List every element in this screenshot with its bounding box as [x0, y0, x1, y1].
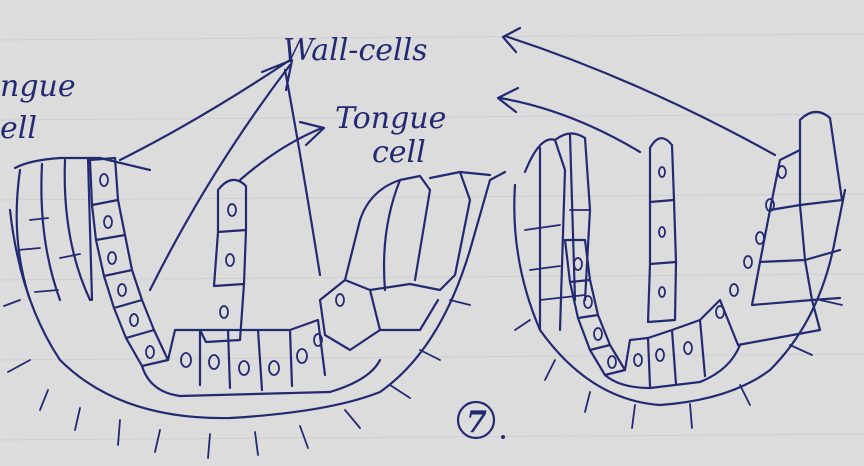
- right-venter-cells: [605, 300, 740, 388]
- left-canal-nuclei: [220, 204, 236, 318]
- arrow-tongue-left: [240, 128, 322, 180]
- label-tongue: Tongue: [335, 101, 446, 136]
- right-right-wall: [738, 112, 842, 345]
- left-wall-outer-column: [17, 158, 92, 300]
- paper-ruling: [0, 34, 864, 440]
- label-left-partial-2: ell: [0, 111, 37, 146]
- label-tongue-cell: cell: [372, 135, 426, 170]
- right-canal-cells: [648, 138, 676, 322]
- figure-number: 7: [458, 402, 505, 440]
- arrow-wall-to-right-left: [285, 70, 320, 275]
- right-archegonium-drawing: [514, 112, 845, 428]
- left-archegonium-drawing: [4, 158, 505, 458]
- arrow-wall-to-neck: [150, 65, 290, 290]
- figure-number-text: 7: [466, 405, 487, 440]
- label-wall-cells: Wall-cells: [283, 33, 428, 68]
- right-left-wall: [525, 133, 590, 330]
- label-left-partial-1: ngue: [0, 69, 76, 104]
- right-neck-nuclei: [574, 258, 616, 368]
- right-wall-nuclei: [716, 166, 786, 318]
- right-outer-spikes: [515, 300, 842, 428]
- arrow-wall-to-left-cell: [120, 60, 290, 160]
- left-outer-spikes: [4, 300, 470, 458]
- right-canal-nuclei: [659, 167, 665, 297]
- arrow-wall-from-right: [505, 36, 775, 155]
- annotation-arrows: [120, 28, 775, 290]
- left-right-wall-cells: [320, 172, 490, 350]
- right-venter-nuclei: [634, 342, 692, 366]
- left-neck-cells: [90, 158, 168, 366]
